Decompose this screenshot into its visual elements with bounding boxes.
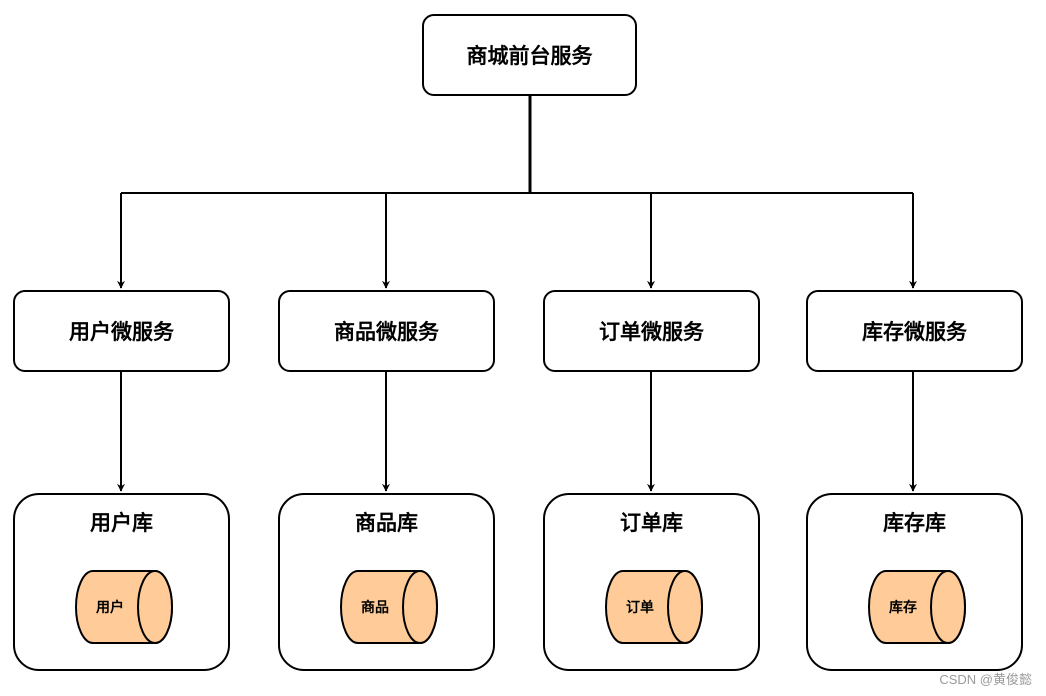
product-service-node: 商品微服务 <box>278 290 495 372</box>
database-cylinder-icon <box>605 570 703 644</box>
order-db-title: 订单库 <box>620 511 683 535</box>
user-db-title: 用户库 <box>90 511 153 535</box>
user-db-container: 用户库 用户 <box>13 493 230 671</box>
product-db-container: 商品库 商品 <box>278 493 495 671</box>
inventory-service-node: 库存微服务 <box>806 290 1023 372</box>
user-db-label: 用户 <box>96 600 124 616</box>
inventory-service-label: 库存微服务 <box>862 320 967 344</box>
inventory-db-title: 库存库 <box>883 511 946 535</box>
database-cylinder-icon <box>340 570 438 644</box>
watermark: CSDN @黄俊懿 <box>939 672 1032 687</box>
product-service-label: 商品微服务 <box>334 320 439 344</box>
order-service-label: 订单微服务 <box>599 320 704 344</box>
product-db-label: 商品 <box>361 600 389 616</box>
database-cylinder-icon <box>75 570 173 644</box>
frontend-service-label: 商城前台服务 <box>466 44 593 68</box>
frontend-service-node: 商城前台服务 <box>422 14 637 96</box>
inventory-db-container: 库存库 库存 <box>806 493 1023 671</box>
user-service-label: 用户微服务 <box>69 320 174 344</box>
user-service-node: 用户微服务 <box>13 290 230 372</box>
order-service-node: 订单微服务 <box>543 290 760 372</box>
database-cylinder-icon <box>868 570 966 644</box>
product-db-title: 商品库 <box>355 511 418 535</box>
inventory-db-label: 库存 <box>889 600 917 616</box>
order-db-container: 订单库 订单 <box>543 493 760 671</box>
order-db-label: 订单 <box>626 600 654 616</box>
